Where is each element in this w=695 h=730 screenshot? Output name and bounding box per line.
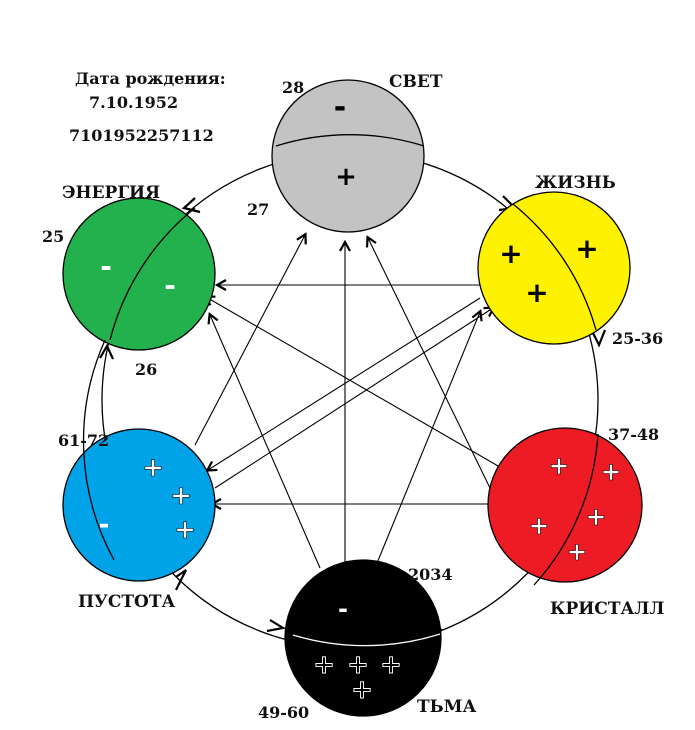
tma-circle: [284, 559, 442, 717]
kristall-circle: [487, 427, 643, 583]
kristall-plus: +: [529, 511, 550, 540]
tma-plus: +: [351, 675, 373, 705]
pustota-plus: +: [174, 515, 196, 545]
svet-circle: [271, 79, 425, 233]
svet-plus: +: [335, 162, 357, 192]
tma-plus: +: [380, 650, 402, 680]
zhizn-circle: [477, 191, 631, 345]
label-zhizn: ЖИЗНЬ: [535, 173, 616, 193]
pustota-plus: +: [142, 453, 164, 483]
label-kristall: КРИСТАЛЛ: [550, 599, 665, 619]
number-28: 28: [282, 78, 305, 97]
signs: - + + + + - - + + + - + + + + + - + + + …: [99, 90, 622, 705]
cycle-arcs-overlay: [82, 134, 599, 647]
kristall-plus: +: [549, 451, 570, 480]
kristall-plus: +: [567, 537, 588, 566]
number-25: 25: [42, 227, 65, 246]
energiya-minus: -: [100, 250, 112, 283]
range-25-36: 25-36: [612, 329, 664, 348]
label-pustota: ПУСТОТА: [78, 592, 176, 612]
number-26: 26: [135, 360, 158, 379]
zhizn-plus: +: [525, 276, 548, 309]
kristall-plus: +: [586, 502, 607, 531]
birth-date-value: 7.10.1952: [89, 93, 179, 112]
zhizn-plus: +: [575, 232, 598, 265]
pustota-plus: +: [170, 481, 192, 511]
label-svet: СВЕТ: [389, 72, 443, 92]
range-61-72: 61-72: [58, 431, 110, 450]
kristall-plus: +: [601, 457, 622, 486]
year-2034: 2034: [408, 565, 453, 584]
range-49-60: 49-60: [258, 703, 310, 722]
pustota-circle: [62, 428, 216, 582]
birth-date-digits: 7101952257112: [69, 126, 214, 145]
arrowhead-energiya-low: [99, 343, 114, 360]
arrowhead-energiya-top: [181, 197, 201, 214]
pustota-minus: -: [99, 510, 110, 540]
tma-plus: +: [313, 650, 335, 680]
label-energiya: ЭНЕРГИЯ: [62, 183, 161, 203]
arrowhead-kristall: [591, 329, 607, 348]
star-arrows: [194, 235, 506, 569]
birth-date-label: Дата рождения:: [75, 69, 226, 88]
arrowhead-tma-left: [266, 619, 287, 633]
tma-plus: +: [347, 650, 369, 680]
energiya-minus: -: [164, 269, 176, 302]
arrowhead-pustota: [175, 569, 187, 591]
label-tma: ТЬМА: [417, 697, 477, 717]
number-27: 27: [247, 200, 270, 219]
range-37-48: 37-48: [608, 425, 660, 444]
tma-minus: -: [338, 595, 348, 623]
svet-minus: -: [334, 90, 346, 125]
energiya-circle: [62, 197, 216, 351]
zhizn-plus: +: [499, 237, 522, 270]
